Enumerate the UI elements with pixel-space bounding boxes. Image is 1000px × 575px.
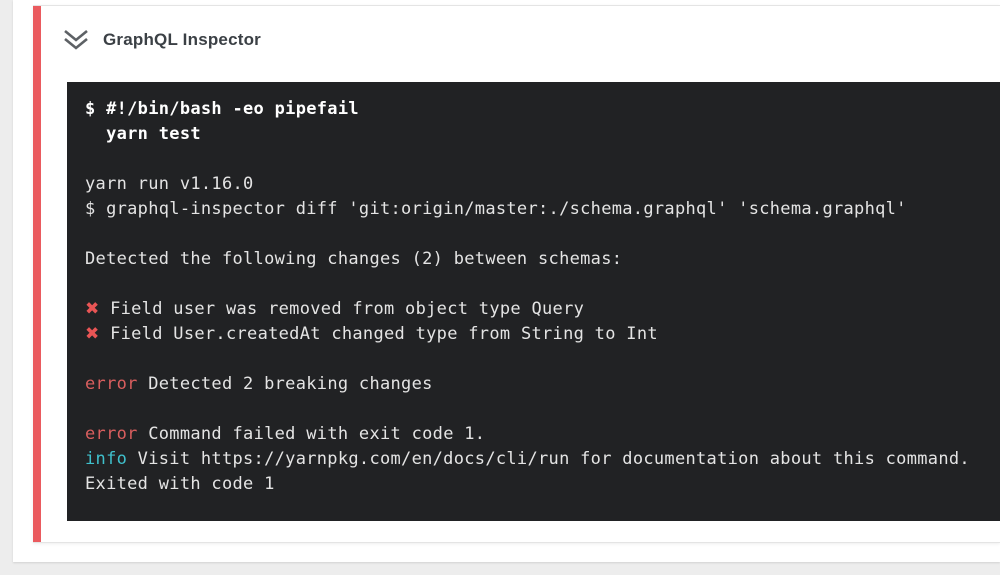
- terminal-segment-plain: Field user was removed from object type …: [99, 299, 585, 319]
- terminal-line: error Detected 2 breaking changes: [85, 372, 982, 397]
- step-row-graphql-inspector: GraphQL Inspector $ #!/bin/bash -eo pipe…: [33, 5, 1000, 543]
- terminal-line: ✖ Field User.createdAt changed type from…: [85, 322, 982, 347]
- terminal-segment-cross: ✖: [85, 324, 100, 344]
- step-status-stripe: [33, 6, 41, 542]
- step-header[interactable]: GraphQL Inspector: [33, 6, 1000, 51]
- terminal-segment-cross: ✖: [85, 299, 100, 319]
- terminal-line: yarn run v1.16.0: [85, 172, 982, 197]
- terminal-segment-error: error: [85, 374, 138, 394]
- build-steps-card: GraphQL Inspector $ #!/bin/bash -eo pipe…: [13, 0, 1000, 562]
- terminal-segment-command: $ #!/bin/bash -eo pipefail: [85, 99, 359, 119]
- terminal-segment-plain: Command failed with exit code 1.: [137, 424, 486, 444]
- chevron-double-down-icon[interactable]: [62, 28, 90, 51]
- terminal-line: Detected the following changes (2) betwe…: [85, 247, 982, 272]
- terminal-line: yarn test: [85, 122, 982, 147]
- step-title: GraphQL Inspector: [103, 29, 262, 49]
- terminal-line: $ graphql-inspector diff 'git:origin/mas…: [85, 197, 982, 222]
- terminal-line: error Command failed with exit code 1.: [85, 422, 982, 447]
- terminal-line: [85, 147, 982, 172]
- terminal-segment-plain: Exited with code 1: [85, 474, 275, 494]
- terminal-line: [85, 272, 982, 297]
- terminal-segment-plain: Visit https://yarnpkg.com/en/docs/cli/ru…: [127, 449, 970, 469]
- terminal-line: ✖ Field user was removed from object typ…: [85, 297, 982, 322]
- terminal-line: Exited with code 1: [85, 472, 982, 497]
- terminal-line: [85, 397, 982, 422]
- terminal-segment-plain: Detected 2 breaking changes: [137, 374, 433, 394]
- terminal-line: info Visit https://yarnpkg.com/en/docs/c…: [85, 447, 982, 472]
- terminal-line: [85, 222, 982, 247]
- terminal-segment-plain: yarn run v1.16.0: [85, 174, 254, 194]
- terminal-line: [85, 347, 982, 372]
- terminal-segment-plain: $ graphql-inspector diff 'git:origin/mas…: [85, 199, 907, 219]
- terminal-segment-command: yarn test: [85, 124, 201, 144]
- terminal-output: $ #!/bin/bash -eo pipefail yarn test yar…: [67, 82, 1000, 521]
- terminal-segment-info: info: [85, 449, 128, 469]
- terminal-line: $ #!/bin/bash -eo pipefail: [85, 97, 982, 122]
- terminal-segment-plain: Detected the following changes (2) betwe…: [85, 249, 623, 269]
- terminal-segment-plain: Field User.createdAt changed type from S…: [99, 324, 658, 344]
- terminal-segment-error: error: [85, 424, 138, 444]
